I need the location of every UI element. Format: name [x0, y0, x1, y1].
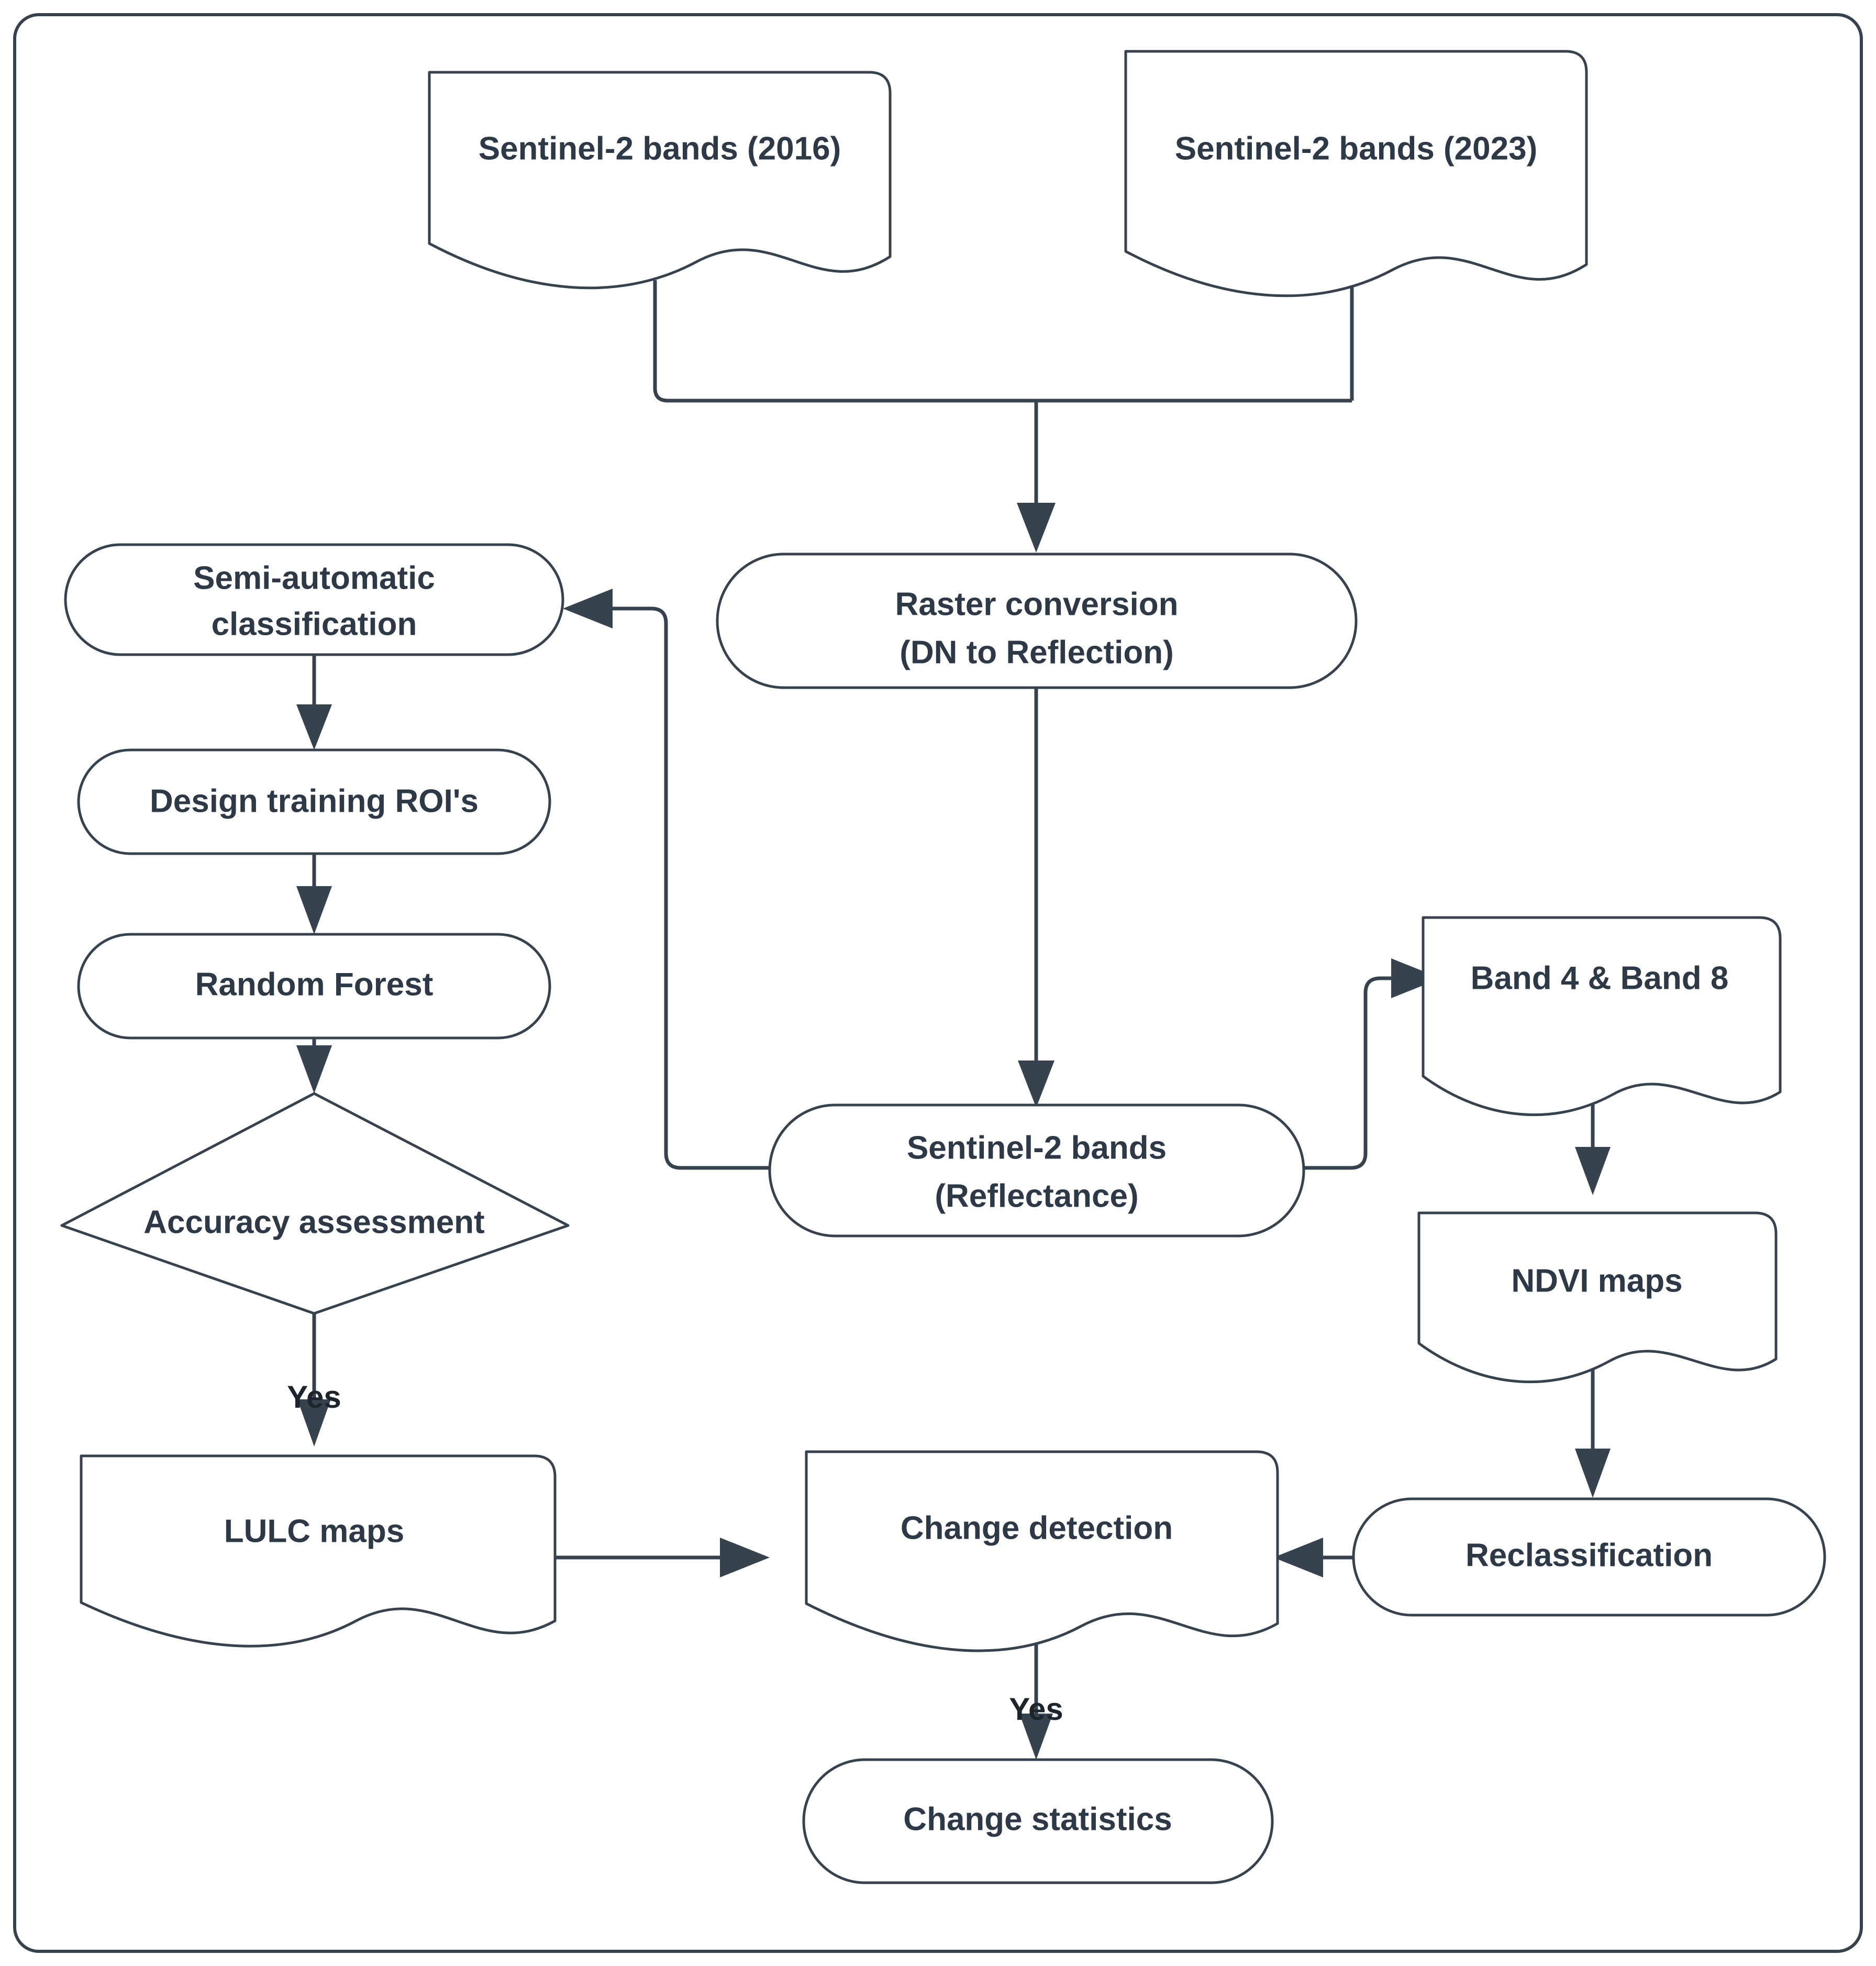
reclassification-shape — [1352, 1497, 1826, 1617]
arrowhead-roi-to-randomforest — [296, 886, 332, 934]
node-sentinel-2016[interactable]: Sentinel-2 bands (2016) — [428, 71, 892, 290]
edge-reflectance-to-semiautomatic — [607, 606, 770, 1170]
raster-conversion-label-line2: (DN to Reflection) — [900, 634, 1174, 670]
change-detection-label: Change detection — [901, 1510, 1173, 1546]
sentinel-2016-label: Sentinel-2 bands (2016) — [479, 130, 841, 167]
arrowhead-accuracy-to-lulc — [297, 1399, 331, 1446]
node-accuracy-assessment[interactable]: Accuracy assessment — [60, 1092, 570, 1315]
edge-reflectance-to-band48 — [1304, 976, 1403, 1170]
lulc-maps-label: LULC maps — [224, 1513, 404, 1549]
node-semi-automatic-classification[interactable]: Semi-automatic classification — [64, 543, 564, 656]
node-ndvi-maps[interactable]: NDVI maps — [1417, 1211, 1778, 1384]
sentinel-2016-shape — [428, 71, 892, 290]
node-design-training-roi[interactable]: Design training ROI's — [77, 748, 551, 855]
random-forest-shape — [77, 933, 551, 1040]
random-forest-label: Random Forest — [195, 966, 434, 1002]
node-raster-conversion[interactable]: Raster conversion (DN to Reflection) — [716, 553, 1358, 689]
arrowhead-merge-to-raster — [1017, 503, 1056, 553]
node-lulc-maps[interactable]: LULC maps — [80, 1454, 557, 1648]
sentinel-reflectance-shape — [768, 1103, 1305, 1238]
arrowhead-semiautomatic-to-roi — [296, 704, 332, 750]
semi-automatic-label-line2: classification — [212, 606, 417, 642]
sentinel-reflectance-label-line1: Sentinel-2 bands — [907, 1130, 1167, 1166]
change-statistics-label: Change statistics — [903, 1801, 1172, 1837]
node-change-statistics[interactable]: Change statistics — [802, 1758, 1274, 1884]
node-reclassification[interactable]: Reclassification — [1352, 1497, 1826, 1617]
outer-frame — [13, 13, 1863, 1953]
edge-label-accuracy-yes: Yes — [287, 1379, 341, 1415]
change-statistics-shape — [802, 1758, 1274, 1884]
semi-automatic-classification-shape — [64, 543, 564, 656]
raster-conversion-label-line1: Raster conversion — [895, 586, 1179, 622]
arrowhead-band48-to-ndvi — [1575, 1147, 1611, 1195]
sentinel-2023-label: Sentinel-2 bands (2023) — [1175, 130, 1538, 167]
node-band4-band8[interactable]: Band 4 & Band 8 — [1422, 916, 1782, 1117]
edge-sentinel2016-to-merge — [653, 280, 1352, 403]
arrowhead-reclassification-to-changedetection — [1273, 1538, 1323, 1577]
reclassification-label: Reclassification — [1466, 1537, 1713, 1573]
ndvi-maps-shape — [1417, 1211, 1778, 1384]
arrowhead-reflectance-to-band48 — [1391, 958, 1441, 998]
arrowhead-randomforest-to-accuracy — [296, 1045, 332, 1094]
ndvi-maps-label: NDVI maps — [1511, 1263, 1682, 1299]
design-training-roi-label: Design training ROI's — [150, 783, 479, 819]
node-sentinel-2023[interactable]: Sentinel-2 bands (2023) — [1124, 50, 1588, 297]
arrowhead-reflectance-to-semiautomatic — [563, 589, 613, 628]
lulc-maps-shape — [80, 1454, 557, 1648]
node-sentinel-reflectance[interactable]: Sentinel-2 bands (Reflectance) — [768, 1103, 1305, 1238]
design-training-roi-shape — [77, 748, 551, 855]
arrowhead-changedetection-to-statistics — [1019, 1714, 1053, 1760]
node-change-detection[interactable]: Change detection — [805, 1450, 1279, 1652]
band4-band8-label: Band 4 & Band 8 — [1471, 960, 1729, 996]
change-detection-shape — [805, 1450, 1279, 1652]
accuracy-assessment-label: Accuracy assessment — [143, 1204, 484, 1240]
sentinel-reflectance-label-line2: (Reflectance) — [935, 1178, 1138, 1214]
band4-band8-shape — [1422, 916, 1782, 1117]
sentinel-2023-shape — [1124, 50, 1588, 297]
arrowhead-raster-to-reflectance — [1018, 1061, 1054, 1108]
arrowhead-ndvi-to-reclassification — [1575, 1449, 1611, 1498]
node-random-forest[interactable]: Random Forest — [77, 933, 551, 1040]
raster-conversion-shape — [716, 553, 1358, 689]
arrowhead-lulc-to-changedetection — [720, 1538, 770, 1577]
edges-group — [296, 280, 1611, 1760]
edge-label-change-yes: Yes — [1009, 1692, 1063, 1727]
semi-automatic-label-line1: Semi-automatic — [193, 560, 435, 596]
accuracy-assessment-shape — [60, 1092, 570, 1315]
